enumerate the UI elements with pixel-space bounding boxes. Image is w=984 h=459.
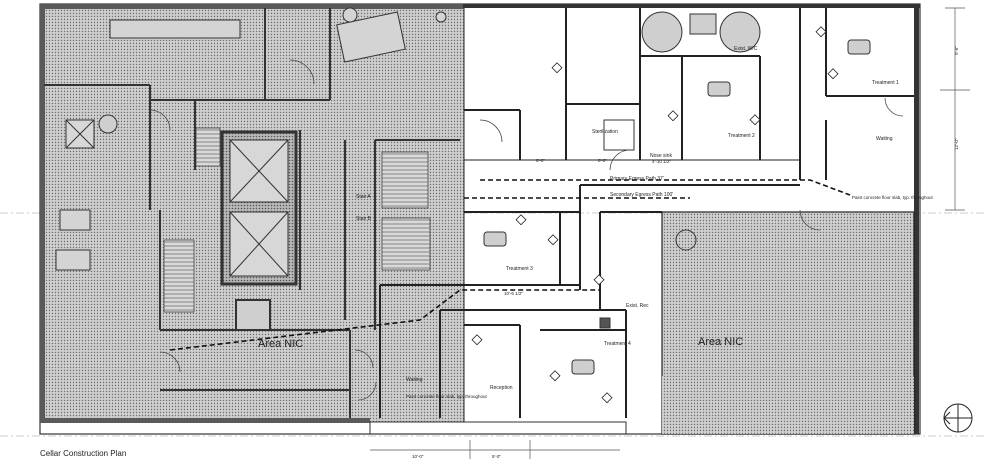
dim-1: 8'-0" <box>536 158 545 163</box>
plan-title: Cellar Construction Plan <box>40 449 126 458</box>
area-nic-right-label: Area NIC <box>698 336 743 348</box>
room-treatment-3: Treatment 3 <box>506 266 533 272</box>
dim-7: 10'-0" <box>412 454 424 459</box>
paint-note-left: Paint concrete floor slab, typ. througho… <box>406 394 488 399</box>
right-rooms <box>379 8 914 418</box>
room-waiting-top: Waiting <box>876 136 893 142</box>
building-outline <box>39 3 921 435</box>
stairs <box>163 127 431 313</box>
equipment <box>55 7 447 271</box>
room-treatment-1: Treatment 1 <box>872 80 899 86</box>
room-exam-rec: Exist. Rec <box>626 303 649 309</box>
dim-3: 4'-10 1/2" <box>652 159 671 164</box>
door-swings <box>149 59 904 401</box>
room-treatment-2: Treatment 2 <box>728 133 755 139</box>
paint-note-right: Paint concrete floor slab, typ. througho… <box>852 195 934 200</box>
room-reception: Reception <box>490 385 513 391</box>
elevator-shafts <box>65 114 298 331</box>
dim-5: 12'-0" <box>954 138 959 150</box>
room-stair-a: Stair A <box>356 194 371 200</box>
room-exam-wc: Exist. W/C <box>734 46 758 52</box>
egress-paths <box>169 179 851 351</box>
dimension-lines <box>370 7 970 459</box>
primary-egress-note: Primary Egress Path 37' <box>610 176 664 182</box>
dim-2: 8'-0" <box>598 158 607 163</box>
secondary-egress-note: Secondary Egress Path 100' <box>610 192 673 198</box>
dim-8: 5'-0" <box>492 454 501 459</box>
room-nose-sink: Nose sink <box>650 153 672 159</box>
room-sterilization: Sterilization <box>592 129 618 135</box>
fixtures <box>483 11 871 375</box>
dim-4: 10'-6 1/2" <box>504 291 523 296</box>
room-treatment-4: Treatment 4 <box>604 341 631 347</box>
dim-6: 9'-6" <box>954 46 959 55</box>
room-waiting-bottom: Waiting <box>406 377 423 383</box>
room-stair-b: Stair B <box>356 216 372 222</box>
left-interior-walls <box>44 8 460 418</box>
labels: Area NIC Area NIC Treatment 1 Treatment … <box>40 46 959 459</box>
room-tags <box>471 26 839 404</box>
stair-treads <box>164 129 430 311</box>
area-nic-left-label: Area NIC <box>258 338 303 350</box>
north-arrow-icon <box>943 403 973 433</box>
